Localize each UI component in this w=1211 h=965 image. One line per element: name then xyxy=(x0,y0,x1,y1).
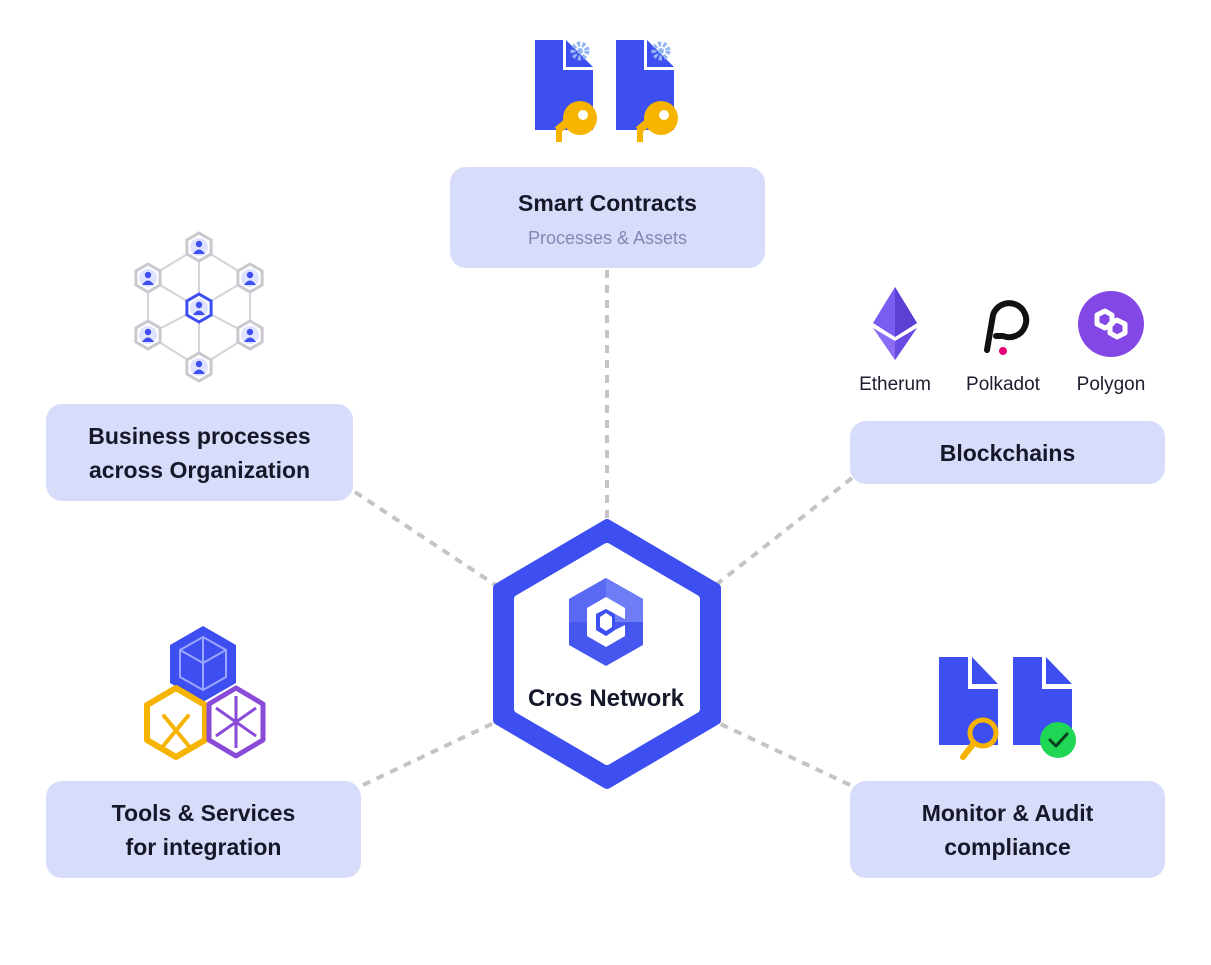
connector-tools xyxy=(362,718,501,787)
polkadot-label: Polkadot xyxy=(966,374,1040,395)
person-node-icon xyxy=(134,319,162,351)
person-node-icon xyxy=(185,292,213,324)
tools-title-line2: for integration xyxy=(125,833,282,860)
smart-contracts-subtitle: Processes & Assets xyxy=(527,228,688,248)
person-node-icon xyxy=(236,319,264,351)
person-node-icon xyxy=(134,262,162,294)
tools-title-line1: Tools & Services xyxy=(111,799,296,826)
connectors xyxy=(353,270,854,787)
monitor-audit-card: Monitor & Audit compliance xyxy=(850,781,1165,878)
blockchains-card: Blockchains xyxy=(850,421,1165,484)
audit-documents-icon xyxy=(939,657,1076,760)
person-node-icon xyxy=(185,231,213,263)
integration-cubes-icon xyxy=(144,626,266,760)
organization-network-icon xyxy=(134,231,264,383)
smart-contracts-card: Smart Contracts Processes & Assets xyxy=(450,167,765,268)
connector-monitor xyxy=(711,718,851,787)
contract-key-icon xyxy=(535,40,678,142)
ethereum-icon xyxy=(873,287,917,360)
connector-blockchains xyxy=(710,476,854,590)
ethereum-label: Etherum xyxy=(859,374,931,395)
cros-network-logo-icon xyxy=(569,578,643,666)
business-title-line1: Business processes xyxy=(88,422,311,449)
monitor-title-line2: compliance xyxy=(944,833,1071,860)
person-node-icon xyxy=(185,351,213,383)
polkadot-icon xyxy=(984,300,1030,355)
business-processes-card: Business processes across Organization xyxy=(46,404,353,501)
smart-contracts-title: Smart Contracts xyxy=(518,190,697,216)
polygon-icon xyxy=(1078,291,1144,357)
person-node-icon xyxy=(236,262,264,294)
polygon-label: Polygon xyxy=(1076,374,1146,395)
business-title-line2: across Organization xyxy=(88,456,311,483)
tools-services-card: Tools & Services for integration xyxy=(46,781,361,878)
blockchains-title: Blockchains xyxy=(939,439,1076,466)
cros-network-label: Cros Network xyxy=(527,685,685,712)
connector-business xyxy=(353,490,502,590)
monitor-title-line1: Monitor & Audit xyxy=(921,799,1094,826)
